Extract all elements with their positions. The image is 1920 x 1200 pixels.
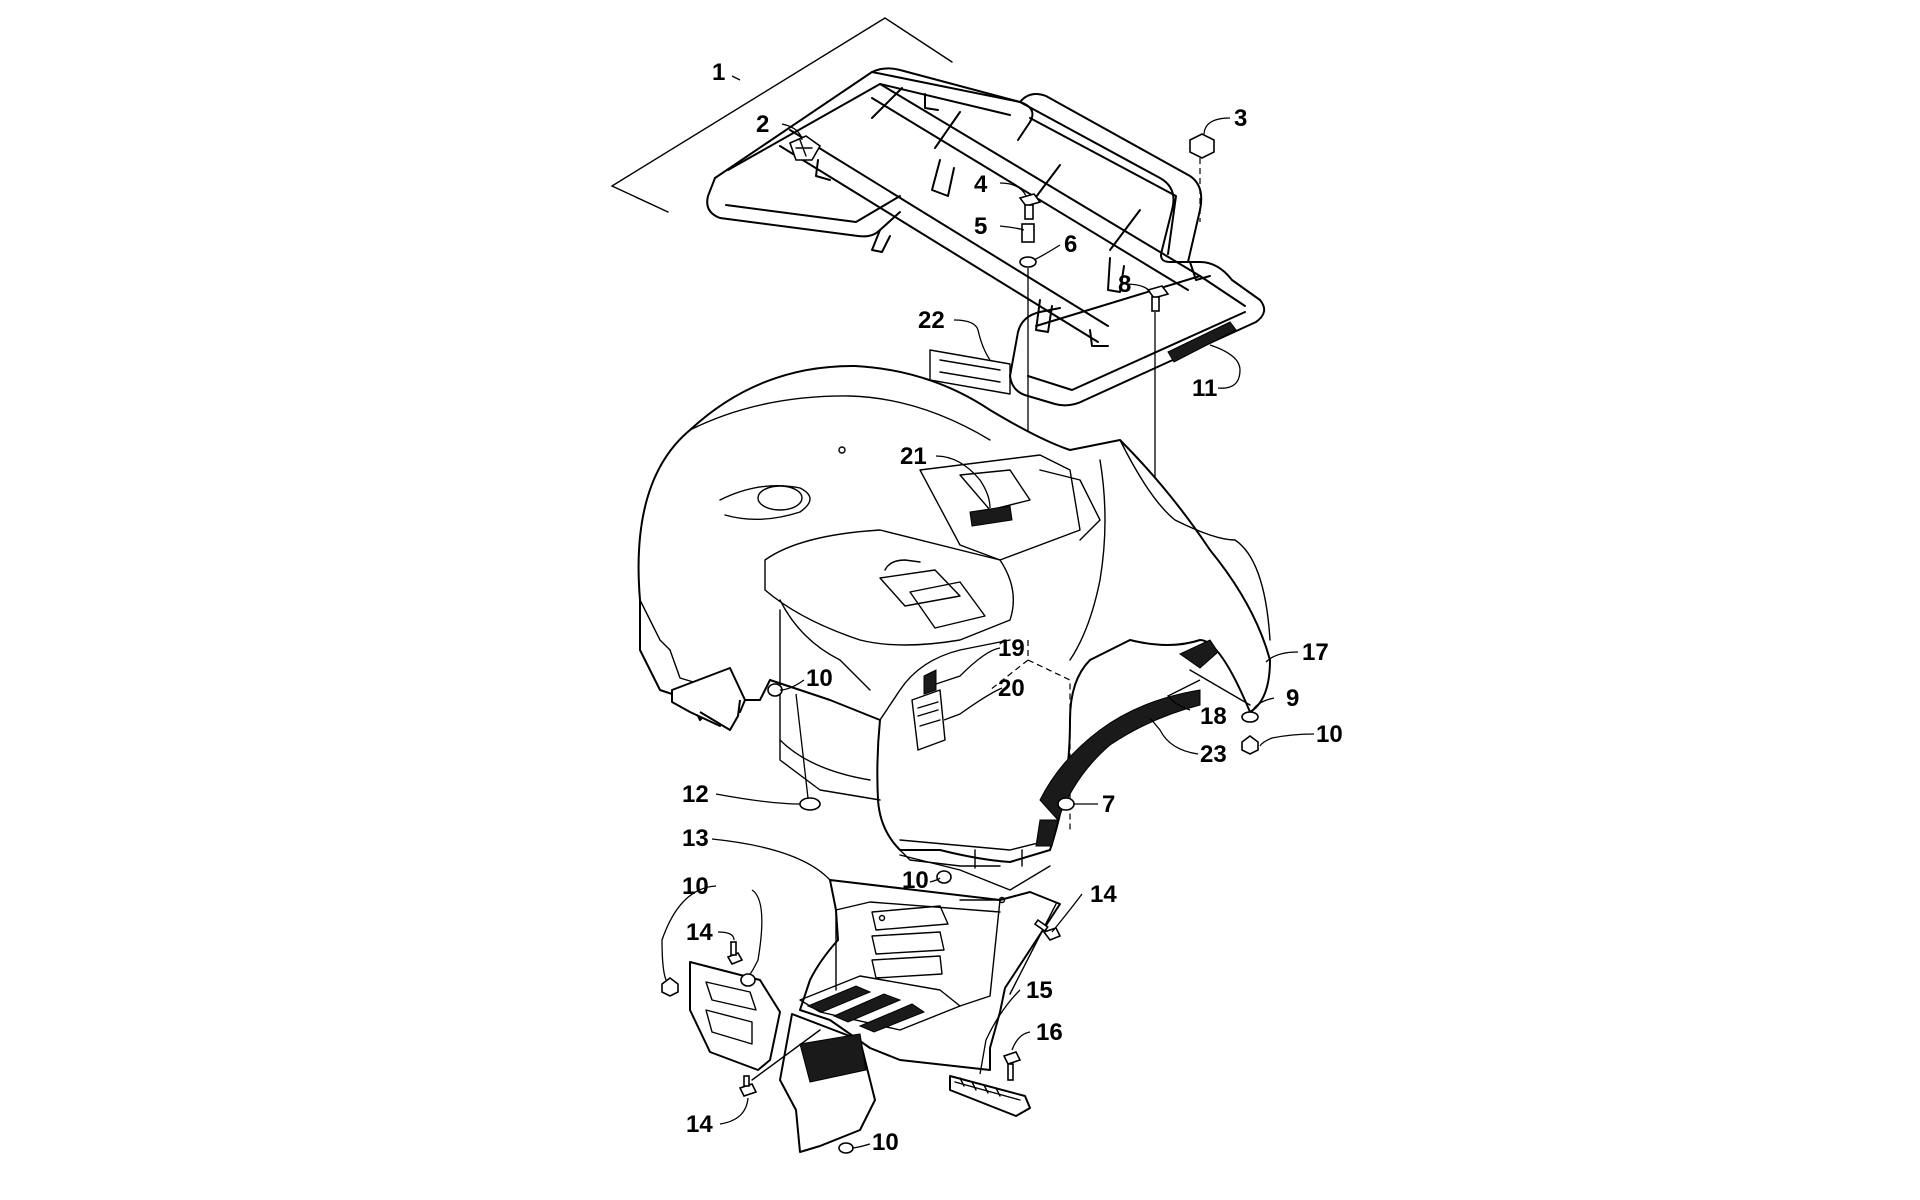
- callout-12: 12: [682, 781, 709, 808]
- part-10-nut-left: [767, 683, 783, 697]
- part-10-nut-footwell-left: [661, 977, 679, 997]
- part-6-washer: [1019, 256, 1037, 268]
- callout-10-nut-right: 10: [1316, 721, 1343, 748]
- callout-11: 11: [1192, 375, 1217, 402]
- part-14-screw-bottom: [738, 1075, 758, 1097]
- part-15-bracket: [949, 1075, 1031, 1117]
- callout-14-mid: 14: [686, 919, 713, 946]
- part-12-plug: [799, 797, 821, 811]
- part-8-bolt: [1146, 285, 1170, 312]
- part-9-washer: [1241, 711, 1259, 723]
- part-14-screw-right: [1033, 918, 1062, 941]
- part-22-decal: [929, 349, 1011, 395]
- callout-18: 18: [1200, 703, 1227, 730]
- callout-9: 9: [1286, 685, 1299, 712]
- callout-13: 13: [682, 825, 709, 852]
- callout-3: 3: [1234, 105, 1247, 132]
- callout-17: 17: [1302, 639, 1329, 666]
- part-10-nut-footwell-mid: [740, 973, 756, 987]
- part-2-clip: [788, 135, 822, 161]
- callout-7: 7: [1102, 791, 1115, 818]
- part-5-spacer: [1021, 223, 1035, 243]
- callout-5: 5: [974, 213, 987, 240]
- callout-10-footwell-left: 10: [682, 873, 709, 900]
- callout-10-nut-left: 10: [806, 665, 833, 692]
- rear-fender-body: [637, 364, 1271, 869]
- part-10-nut-footwell-bottom: [838, 1142, 854, 1154]
- part-4-bolt: [1018, 193, 1042, 220]
- part-10-nut-right: [1241, 735, 1259, 755]
- rear-rack: [611, 17, 1266, 407]
- part-7-nut: [1057, 797, 1075, 811]
- callout-15: 15: [1026, 977, 1053, 1004]
- leader-lines: [661, 75, 1315, 1149]
- callout-8: 8: [1118, 271, 1131, 298]
- part-14-screw-mid: [726, 941, 744, 966]
- part-10-nut-footwell-top: [936, 870, 952, 884]
- callout-23: 23: [1200, 741, 1227, 768]
- callout-1: 1: [712, 59, 725, 86]
- callout-16: 16: [1036, 1019, 1063, 1046]
- callout-labels: 1 2 3 4 5 6 7 8 9 10 10 10 10 10 11 12 1…: [682, 59, 1343, 1156]
- callout-10-footwell-top: 10: [902, 867, 929, 894]
- callout-14-right: 14: [1090, 881, 1117, 908]
- callout-19: 19: [998, 635, 1025, 662]
- callout-4: 4: [974, 171, 988, 198]
- part-16-screw: [1002, 1051, 1022, 1081]
- callout-2: 2: [756, 111, 769, 138]
- callout-20: 20: [998, 675, 1025, 702]
- callout-10-footwell-bottom: 10: [872, 1129, 899, 1156]
- callout-22: 22: [918, 307, 945, 334]
- callout-6: 6: [1064, 231, 1077, 258]
- callout-21: 21: [900, 443, 927, 470]
- callout-14-bottom: 14: [686, 1111, 713, 1138]
- part-3-nut: [1189, 133, 1215, 222]
